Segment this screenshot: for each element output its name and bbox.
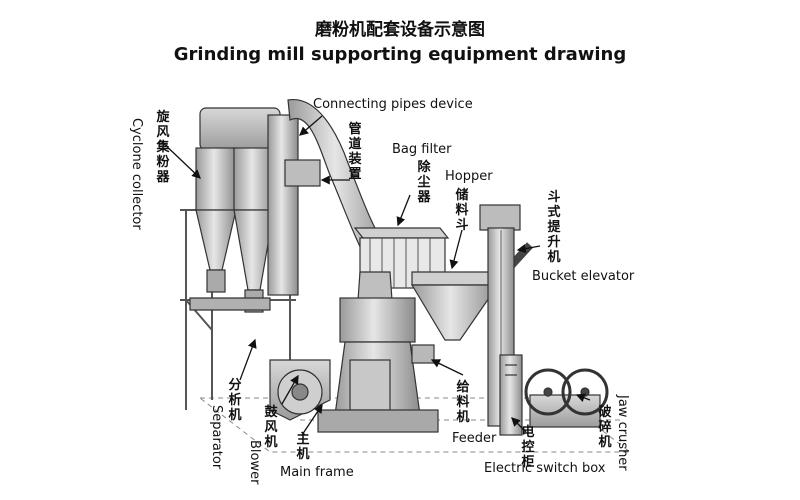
cyclone-collector-label-cn: 旋风集粉器 bbox=[156, 110, 170, 185]
callout-arrows bbox=[159, 115, 591, 436]
main-frame-label: Main frame bbox=[280, 465, 354, 480]
connecting-pipes-label-cn: 管道装置 bbox=[348, 122, 362, 182]
title-chinese: 磨粉机配套设备示意图 bbox=[315, 20, 485, 40]
blower-label: Blower bbox=[247, 440, 262, 485]
foundation bbox=[198, 397, 632, 453]
bucket-elevator-label: Bucket elevator bbox=[532, 269, 635, 284]
cyclone-collector-label: Cyclone collector bbox=[129, 118, 144, 230]
connecting-pipes-label: Connecting pipes device bbox=[313, 97, 473, 112]
jaw-crusher-label: Jaw crusher bbox=[615, 395, 630, 471]
jaw-crusher-label-cn: 破碎机 bbox=[598, 405, 612, 450]
grinding-mill bbox=[317, 271, 439, 433]
hopper-label: Hopper bbox=[445, 169, 493, 184]
cyclone-collector bbox=[195, 107, 281, 313]
separator-label-cn: 分析机 bbox=[228, 378, 242, 423]
title-english: Grinding mill supporting equipment drawi… bbox=[173, 44, 627, 65]
blower-label-cn: 鼓风机 bbox=[264, 405, 278, 450]
jaw-crusher bbox=[524, 368, 609, 428]
electric-switch-box bbox=[499, 354, 523, 436]
bag-filter-label: Bag filter bbox=[392, 142, 452, 157]
feeder-label-cn: 给料机 bbox=[456, 380, 470, 425]
bucket-elevator-label-cn: 斗式提升机 bbox=[547, 190, 561, 265]
separator-label: Separator bbox=[209, 405, 224, 470]
bag-filter-label-cn: 除尘器 bbox=[417, 160, 431, 205]
switch-box-label: Electric switch box bbox=[484, 461, 606, 476]
feeder-label: Feeder bbox=[452, 431, 497, 446]
hopper-label-cn: 储料斗 bbox=[455, 188, 469, 233]
main-frame-label-cn: 主机 bbox=[296, 432, 310, 462]
switch-box-label-cn: 电控柜 bbox=[521, 425, 535, 470]
